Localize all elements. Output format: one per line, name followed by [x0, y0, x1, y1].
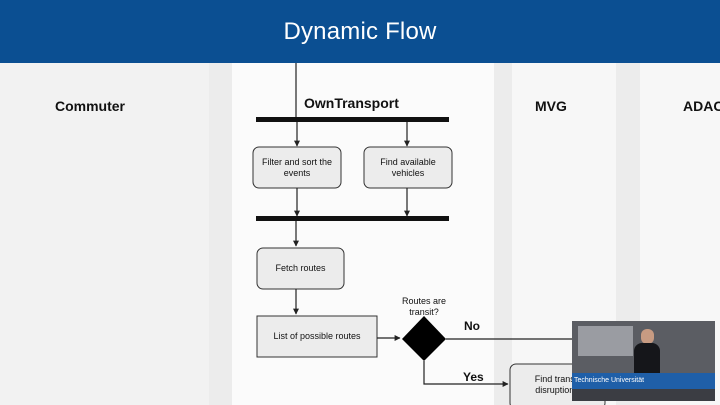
- lane-label-owntransport: OwnTransport: [304, 95, 399, 111]
- video-floor: [572, 389, 715, 401]
- video-projector-screen: [578, 326, 633, 356]
- lane-divider: [494, 63, 512, 405]
- edge-yes: [423, 361, 509, 387]
- lane-label-adac: ADAC: [683, 98, 720, 114]
- node-vehicles-label: Find available vehicles: [380, 156, 436, 178]
- edge-no-label: No: [464, 319, 480, 333]
- node-filter-label: Filter and sort the events: [261, 156, 333, 178]
- join-bar: [256, 216, 449, 221]
- node-fetch-label: Fetch routes: [275, 263, 326, 273]
- speaker-video-overlay: Technische Universität: [572, 321, 715, 401]
- lane-commuter: [0, 63, 209, 405]
- node-disruptions-label: Find transit disruptions: [534, 374, 580, 395]
- edge-yes-label: Yes: [463, 370, 484, 384]
- lane-label-commuter: Commuter: [55, 98, 126, 114]
- header-bar: [0, 0, 720, 63]
- lane-divider: [209, 63, 232, 405]
- fork-bar: [256, 117, 449, 122]
- page-title: Dynamic Flow: [283, 18, 437, 45]
- node-list-label: List of possible routes: [273, 331, 361, 341]
- decision-diamond: [402, 316, 446, 361]
- node-vehicles: [363, 146, 453, 189]
- node-fetch: [256, 247, 345, 290]
- node-list: [256, 315, 378, 358]
- video-banner: Technische Universität: [572, 373, 715, 389]
- decision-question-label: Routes are transit?: [401, 296, 447, 317]
- lane-label-mvg: MVG: [535, 98, 567, 114]
- speaker-head: [641, 329, 654, 344]
